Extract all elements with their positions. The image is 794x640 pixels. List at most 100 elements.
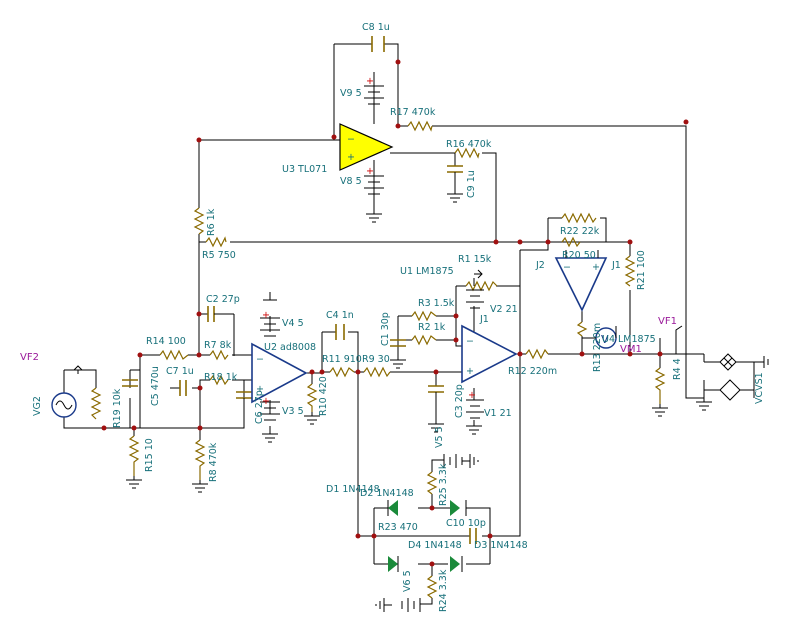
r4-body [654, 367, 666, 404]
u3-opamp [339, 123, 394, 171]
label-v3: V3 5 [282, 406, 304, 417]
voltmeter-symbol: V [601, 333, 609, 346]
v3-plus: + [262, 396, 270, 407]
r13-body [576, 321, 588, 337]
r2-body [411, 334, 437, 346]
v8-plus: + [366, 166, 374, 177]
label-r13: R13 220m [592, 323, 603, 372]
label-v1: V1 21 [484, 408, 512, 419]
label-r10: R10 420 [318, 376, 329, 416]
junction-dots [101, 59, 689, 567]
u4-opamp [554, 257, 608, 312]
r17-body [407, 120, 433, 132]
capacitors [122, 36, 477, 544]
c7-body [179, 380, 187, 396]
d2-diode [388, 500, 398, 516]
c4-body [335, 324, 345, 340]
d3-diode [450, 556, 460, 572]
label-r18: R18 1k [204, 372, 238, 383]
v1-battery [466, 399, 484, 419]
label-vcvs1: VCVS1 [754, 372, 765, 404]
c1-body [390, 339, 406, 347]
label-j1: J1 [611, 260, 621, 271]
label-r16: R16 470k [446, 139, 492, 150]
c5-body [122, 379, 138, 387]
resistors [90, 120, 666, 599]
u2-opamp [251, 342, 308, 404]
c3-body [428, 385, 444, 393]
wire-network [63, 43, 755, 605]
d1-diode [450, 500, 460, 516]
d4-diode [388, 556, 398, 572]
v4-battery [260, 317, 280, 337]
u1-plus-sign: + [466, 366, 474, 377]
label-v8: V8 5 [340, 176, 362, 187]
label-vm1: VM1 [620, 344, 642, 355]
v5-battery [443, 454, 463, 468]
label-r2: R2 1k [418, 322, 446, 333]
r11-body [329, 366, 355, 378]
label-c3: C3 20p [454, 384, 465, 418]
vf2-probe [72, 365, 84, 374]
r6-body [193, 207, 205, 235]
label-r7: R7 8k [204, 340, 232, 351]
label-r24: R24 3.3k [438, 569, 449, 612]
label-r22: R22 22k [560, 226, 600, 237]
u4-plus-sign: + [592, 262, 600, 273]
ground-symbols [126, 186, 769, 612]
u4-minus-sign: − [563, 262, 571, 273]
vf1-probe [675, 325, 683, 354]
label-d3: D3 1N4148 [474, 540, 528, 551]
label-c6: C6 27p [254, 390, 265, 424]
r14-body [159, 349, 189, 361]
r16-body [454, 147, 480, 159]
r12-body [525, 348, 549, 360]
r9-body [363, 366, 391, 378]
label-c1: C1 30p [380, 312, 391, 346]
label-d2: D2 1N4148 [360, 488, 414, 499]
label-r14: R14 100 [146, 336, 186, 347]
label-r17: R17 470k [390, 107, 436, 118]
c8-body [371, 36, 385, 52]
r22-body [561, 212, 597, 224]
r20-body [561, 236, 581, 248]
c2-body [207, 306, 215, 322]
label-r19: R19 10k [112, 388, 123, 428]
label-v6: V6 5 [402, 570, 413, 592]
label-j2: J2 [535, 260, 545, 271]
label-vg2: VG2 [32, 396, 43, 416]
label-v9: V9 5 [340, 88, 362, 99]
label-r21: R21 100 [636, 250, 647, 290]
label-r15: R15 10 [144, 438, 155, 472]
label-r20: R20 50 [562, 250, 596, 261]
label-r25: R25 3.3k [438, 463, 449, 506]
r15-body [128, 435, 140, 476]
label-r12: R12 220m [508, 366, 557, 377]
label-u4: U4 LM1875 [602, 334, 656, 345]
label-v5: V5 5 [434, 426, 445, 448]
v2-battery [466, 289, 484, 309]
v6-battery [401, 598, 421, 612]
label-v4: V4 5 [282, 318, 304, 329]
u1-minus-sign: − [466, 336, 474, 347]
r3-body [411, 310, 437, 322]
label-c8: C8 1u [362, 22, 390, 33]
label-c5: C5 470u [150, 366, 161, 406]
r5-body [205, 236, 227, 248]
r1-body [465, 280, 498, 292]
c9-body [447, 165, 463, 173]
r18-body [209, 374, 229, 386]
label-d1: D1 1N4148 [326, 484, 380, 495]
u2-minus-sign: − [256, 354, 264, 365]
u3-minus-sign: − [347, 134, 355, 145]
label-c2: C2 27p [206, 294, 240, 305]
r24-body [426, 575, 438, 599]
label-u2: U2 ad8008 [264, 342, 316, 353]
label-r1: R1 15k [458, 254, 492, 265]
label-r8: R8 470k [208, 442, 219, 482]
label-u1: U1 LM1875 [400, 266, 454, 277]
label-v2: V2 21 [490, 304, 518, 315]
label-r23: R23 470 [378, 522, 418, 533]
label-c9: C9 1u [466, 170, 477, 198]
label-r3: R3 1.5k [418, 298, 455, 309]
